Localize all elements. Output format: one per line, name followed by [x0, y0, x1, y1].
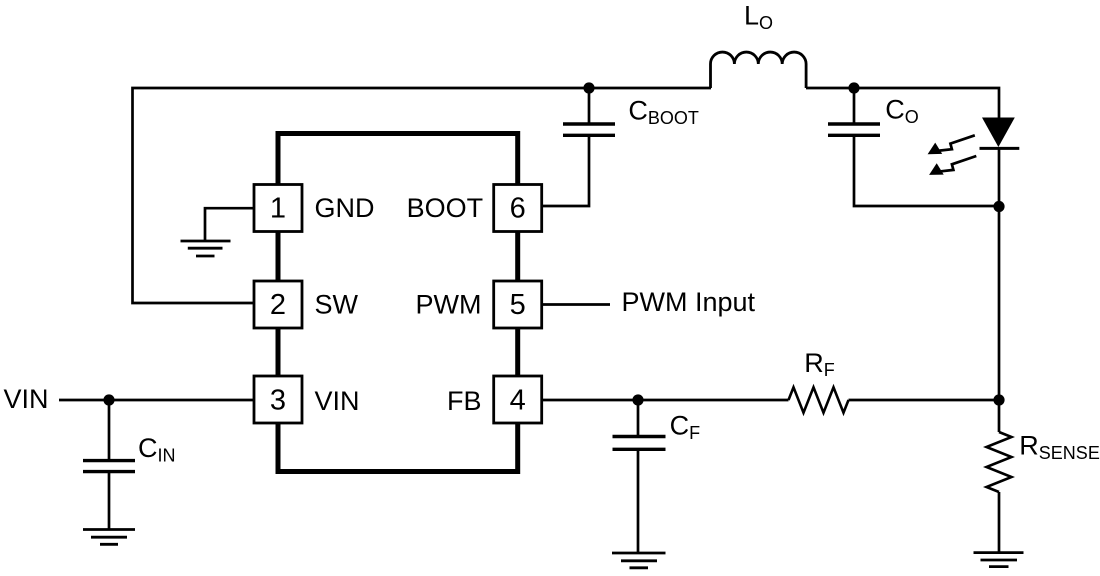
svg-text:SW: SW [315, 290, 359, 320]
svg-text:4: 4 [510, 385, 526, 417]
svg-text:VIN: VIN [4, 384, 49, 414]
svg-text:2: 2 [270, 289, 286, 321]
svg-text:PWM: PWM [416, 290, 482, 320]
svg-text:FB: FB [447, 386, 482, 416]
svg-text:PWM Input: PWM Input [622, 287, 756, 317]
svg-text:BOOT: BOOT [407, 193, 484, 223]
svg-text:1: 1 [270, 193, 286, 225]
svg-text:GND: GND [315, 193, 375, 223]
svg-text:VIN: VIN [315, 386, 360, 416]
svg-text:3: 3 [270, 385, 286, 417]
svg-text:5: 5 [510, 289, 526, 321]
svg-text:6: 6 [510, 193, 526, 225]
